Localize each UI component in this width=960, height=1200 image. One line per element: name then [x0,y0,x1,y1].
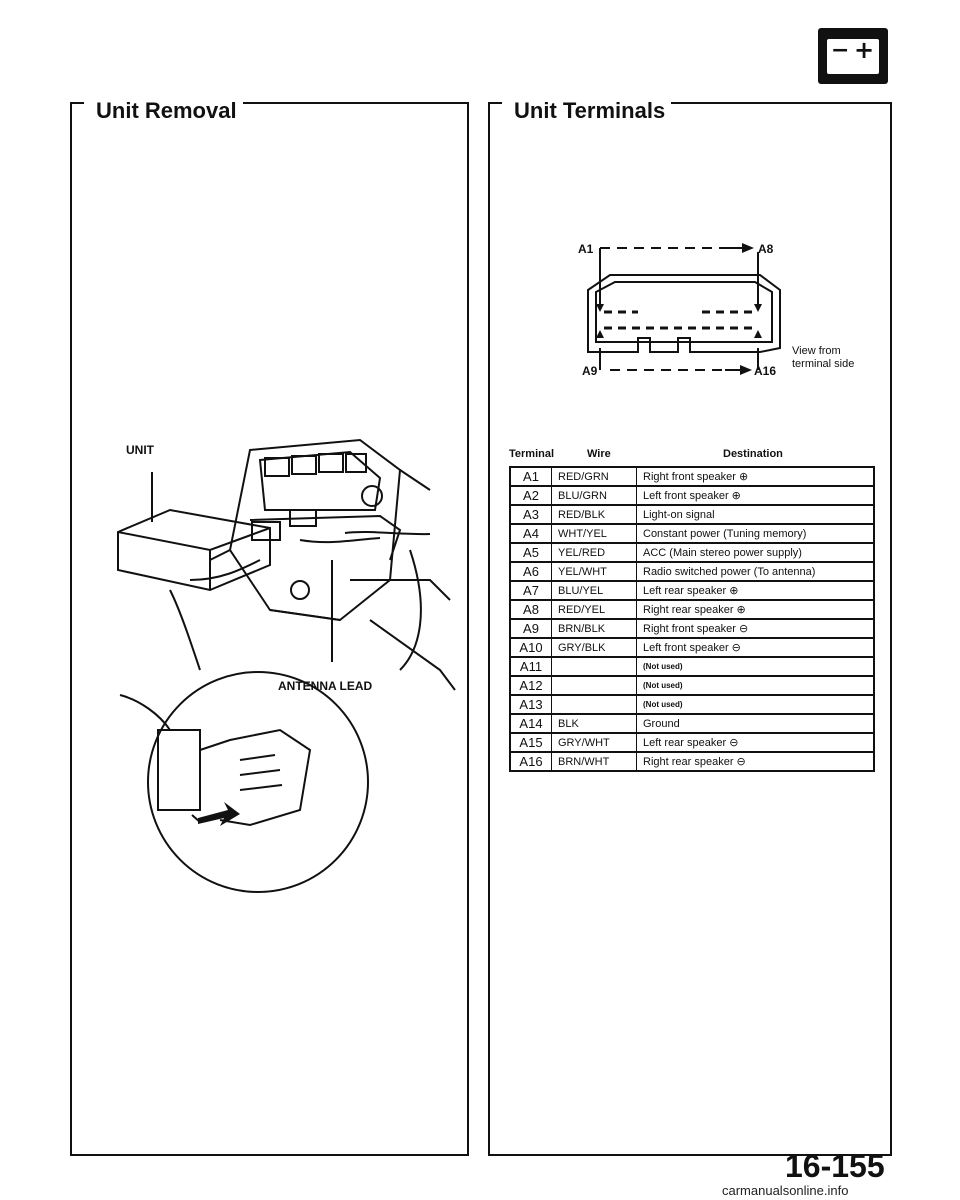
table-row: A5 YEL/RED ACC (Main stereo power supply… [509,543,875,563]
terminal-cell: A15 [509,733,552,753]
wire-cell: RED/BLK [551,505,637,525]
unit-terminals-panel: Unit Terminals [488,98,892,1156]
terminal-cell: A16 [509,752,552,772]
terminal-cell: A10 [509,638,552,658]
view-note-line1: View from [792,345,841,357]
panel-header [70,90,469,116]
antenna-lead-label: ANTENNA LEAD [278,679,373,693]
terminal-cell: A9 [509,619,552,639]
destination-cell: Right front speaker ⊖ [636,619,875,639]
terminal-cell: A4 [509,524,552,544]
destination-cell: Right rear speaker ⊕ [636,600,875,620]
wire-cell: BRN/BLK [551,619,637,639]
destination-cell: Constant power (Tuning memory) [636,524,875,544]
terminal-cell: A14 [509,714,552,734]
terminal-cell: A8 [509,600,552,620]
table-row: A14 BLK Ground [509,714,875,734]
battery-icon: − + [818,28,888,84]
unit-terminals-title: Unit Terminals [508,98,672,124]
wire-cell: YEL/RED [551,543,637,563]
terminal-cell: A13 [509,695,552,715]
destination-cell: Left front speaker ⊖ [636,638,875,658]
wire-cell: GRY/WHT [551,733,637,753]
unit-removal-illustration: UNIT ANTENNA LEAD [117,438,456,893]
wire-cell: BRN/WHT [551,752,637,772]
table-row: A2 BLU/GRN Left front speaker ⊕ [509,486,875,506]
table-row: A11 (Not used) [509,657,875,677]
table-row: A3 RED/BLK Light-on signal [509,505,875,525]
wire-cell: RED/GRN [551,466,637,487]
terminal-a8-label: A8 [758,242,774,256]
table-row: A9 BRN/BLK Right front speaker ⊖ [509,619,875,639]
unit-removal-panel: Unit Removal [70,98,469,1156]
table-row: A16 BRN/WHT Right rear speaker ⊖ [509,752,875,772]
wire-cell: YEL/WHT [551,562,637,582]
terminal-a9-label: A9 [582,364,598,378]
terminal-table: A1 RED/GRN Right front speaker ⊕ A2 BLU/… [509,466,875,772]
table-row: A6 YEL/WHT Radio switched power (To ante… [509,562,875,582]
destination-cell: (Not used) [636,695,875,715]
table-row: A4 WHT/YEL Constant power (Tuning memory… [509,524,875,544]
panel-header [488,90,892,116]
wire-cell [551,676,637,696]
wire-cell: RED/YEL [551,600,637,620]
wire-cell: WHT/YEL [551,524,637,544]
header-rule [240,102,469,104]
wire-cell [551,657,637,677]
terminal-cell: A2 [509,486,552,506]
destination-cell: ACC (Main stereo power supply) [636,543,875,563]
table-row: A10 GRY/BLK Left front speaker ⊖ [509,638,875,658]
destination-cell: Right front speaker ⊕ [636,466,875,487]
terminal-a16-label: A16 [754,364,776,378]
battery-minus-sign: − [831,38,850,63]
table-row: A12 (Not used) [509,676,875,696]
destination-cell: Ground [636,714,875,734]
destination-cell: Right rear speaker ⊖ [636,752,875,772]
wire-cell: BLU/YEL [551,581,637,601]
header-tick [488,102,502,104]
table-row: A8 RED/YEL Right rear speaker ⊕ [509,600,875,620]
terminal-cell: A6 [509,562,552,582]
terminal-a1-label: A1 [578,242,594,256]
destination-cell: (Not used) [636,676,875,696]
terminal-cell: A5 [509,543,552,563]
destination-cell: Left rear speaker ⊕ [636,581,875,601]
terminal-cell: A3 [509,505,552,525]
destination-cell: Left rear speaker ⊖ [636,733,875,753]
table-row: A1 RED/GRN Right front speaker ⊕ [509,466,875,487]
battery-positive-post [862,33,874,39]
wire-cell [551,695,637,715]
unit-removal-title: Unit Removal [90,98,243,124]
destination-cell: Left front speaker ⊕ [636,486,875,506]
terminal-cell: A12 [509,676,552,696]
table-row: A15 GRY/WHT Left rear speaker ⊖ [509,733,875,753]
table-row: A13 (Not used) [509,695,875,715]
header-rule [662,102,892,104]
terminal-cell: A1 [509,466,552,487]
wire-cell: GRY/BLK [551,638,637,658]
terminal-column-header: Terminal [509,448,555,460]
wire-column-header: Wire [587,448,611,460]
destination-cell: (Not used) [636,657,875,677]
battery-negative-post [832,33,844,39]
terminal-cell: A7 [509,581,552,601]
wire-cell: BLK [551,714,637,734]
header-tick [70,102,84,104]
wire-cell: BLU/GRN [551,486,637,506]
page-number: 16-155 [785,1148,885,1184]
battery-plus-sign: + [854,36,875,64]
connector-diagram: A1 A8 A9 A16 View from terminal side [578,242,854,378]
table-row: A7 BLU/YEL Left rear speaker ⊕ [509,581,875,601]
battery-face [827,39,879,74]
terminal-cell: A11 [509,657,552,677]
view-note-line2: terminal side [792,358,854,370]
terminal-table-headers: Terminal Wire Destination [509,448,875,464]
destination-cell: Light-on signal [636,505,875,525]
destination-cell: Radio switched power (To antenna) [636,562,875,582]
watermark-link[interactable]: carmanualsonline.info [722,1183,849,1198]
unit-label: UNIT [126,443,155,457]
destination-column-header: Destination [723,448,783,460]
